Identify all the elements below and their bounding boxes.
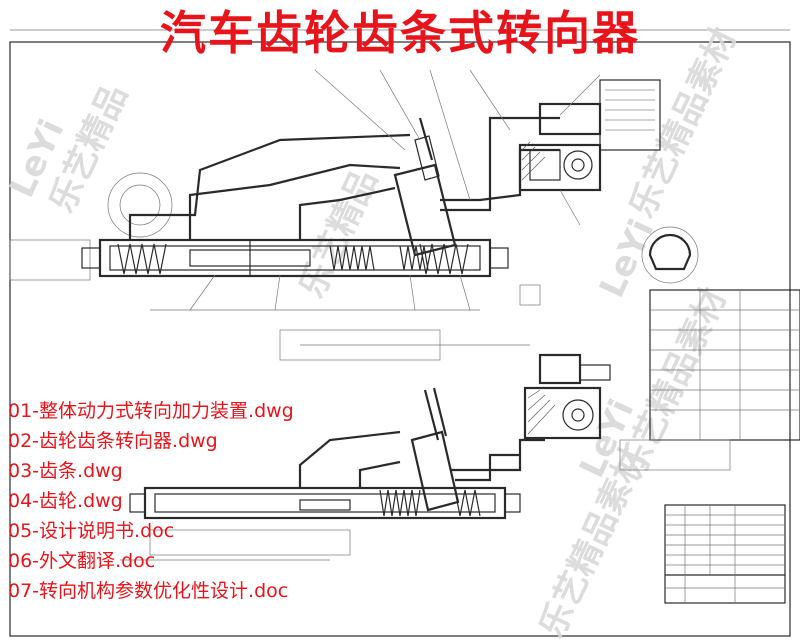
file-item-03[interactable]: 03-齿条.dwg [8,460,123,482]
title-block-upper [619,289,800,471]
file-item-02[interactable]: 02-齿轮齿条转向器.dwg [8,430,218,452]
file-item-06[interactable]: 06-外文翻译.doc [8,550,156,572]
drawing-frame [9,41,791,637]
watermark-text: 乐艺精品 [292,164,386,304]
file-item-01[interactable]: 01-整体动力式转向加力装置.dwg [8,400,294,422]
file-item-07[interactable]: 07-转向机构参数优化性设计.doc [8,580,289,602]
bottom-assembly [120,353,611,561]
page-title: 汽车齿轮齿条式转向器 [160,6,640,60]
file-list: 01-整体动力式转向加力装置.dwg 02-齿轮齿条转向器.dwg 03-齿条.… [8,396,294,606]
file-item-05[interactable]: 05-设计说明书.doc [8,520,175,542]
top-assembly [9,69,699,361]
title-block-lower [664,504,786,604]
file-item-04[interactable]: 04-齿轮.dwg [8,490,123,512]
